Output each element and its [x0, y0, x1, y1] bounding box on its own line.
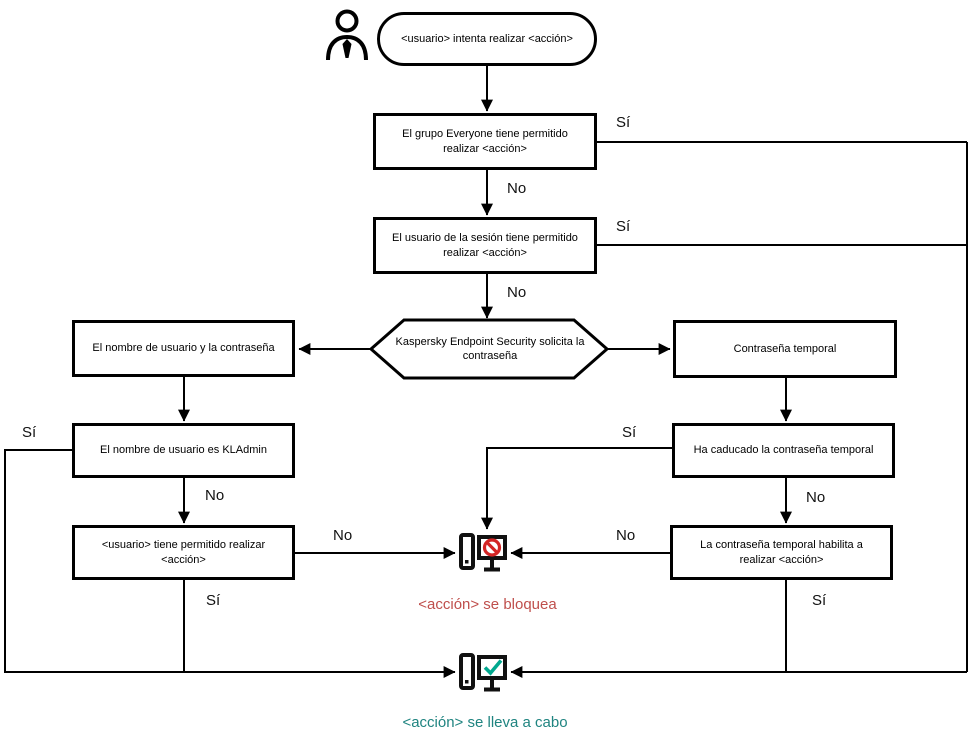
node-username-is-kladmin-label: El nombre de usuario es KLAdmin — [100, 444, 267, 457]
node-user-allowed-action-label: <usuario> tiene permitido realizar <acci… — [101, 539, 266, 566]
node-temp-password-expired-label: Ha caducado la contraseña temporal — [693, 444, 874, 457]
allowed-computer-icon — [459, 653, 507, 692]
node-temporary-password: Contraseña temporal — [673, 320, 897, 378]
label-expired-no: No — [806, 489, 826, 506]
node-session-user-allowed-label: El usuario de la sesión tiene permitido … — [392, 232, 578, 259]
allowed-outcome-caption: <acción> se lleva a cabo — [402, 714, 568, 731]
node-temporary-password-label: Contraseña temporal — [733, 342, 837, 355]
label-everyone-yes: Sí — [616, 114, 631, 131]
edge-expired-yes — [481, 447, 672, 530]
label-session-yes: Sí — [616, 218, 631, 235]
node-kes-prompts-password: Kaspersky Endpoint Security solicita la … — [389, 322, 591, 376]
checkmark-icon — [483, 659, 503, 676]
label-userallowed-no: No — [333, 527, 353, 544]
node-kes-prompts-password-label: Kaspersky Endpoint Security solicita la … — [395, 335, 585, 362]
label-everyone-no: No — [507, 180, 527, 197]
label-session-no: No — [507, 284, 527, 301]
start-node: <usuario> intenta realizar <acción> — [377, 12, 597, 66]
prohibition-icon — [482, 538, 502, 557]
node-username-is-kladmin: El nombre de usuario es KLAdmin — [72, 423, 295, 478]
edge-kladmin-yes — [4, 449, 456, 678]
decision-hexagon — [368, 318, 610, 380]
node-user-allowed-action: <usuario> tiene permitido realizar <acci… — [72, 525, 295, 580]
node-username-password: El nombre de usuario y la contraseña — [72, 320, 295, 377]
blocked-outcome-caption: <acción> se bloquea — [418, 596, 557, 613]
label-expired-yes: Sí — [622, 424, 637, 441]
label-tempallows-yes: Sí — [812, 592, 827, 609]
label-userallowed-yes: Sí — [206, 592, 221, 609]
label-kladmin-no: No — [205, 487, 225, 504]
label-kladmin-yes: Sí — [22, 424, 37, 441]
start-node-label: <usuario> intenta realizar <acción> — [401, 32, 573, 45]
node-everyone-allowed: El grupo Everyone tiene permitido realiz… — [373, 113, 597, 170]
node-username-password-label: El nombre de usuario y la contraseña — [92, 342, 275, 355]
node-session-user-allowed: El usuario de la sesión tiene permitido … — [373, 217, 597, 274]
label-tempallows-no: No — [616, 527, 636, 544]
connector-lines — [4, 66, 968, 678]
person-icon — [326, 9, 368, 61]
node-everyone-allowed-label: El grupo Everyone tiene permitido realiz… — [402, 128, 568, 155]
blocked-computer-icon — [459, 533, 507, 572]
node-temp-password-allows-label: La contraseña temporal habilita a realiz… — [700, 539, 863, 566]
node-temp-password-expired: Ha caducado la contraseña temporal — [672, 423, 895, 478]
node-temp-password-allows: La contraseña temporal habilita a realiz… — [670, 525, 893, 580]
